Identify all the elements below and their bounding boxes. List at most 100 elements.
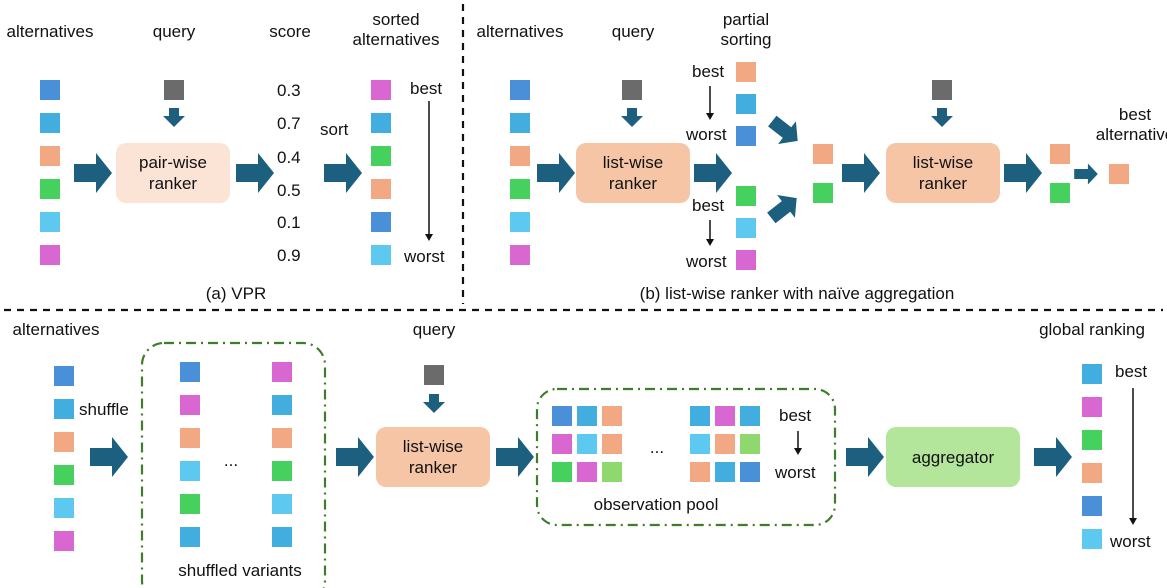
caption-a: (a) VPR bbox=[205, 284, 267, 303]
best-alternative-label: best alternative bbox=[1095, 105, 1167, 144]
thin-arrow-head bbox=[794, 448, 802, 455]
shuffled-ellipsis: ... bbox=[223, 451, 239, 470]
pool-square bbox=[715, 434, 735, 454]
a-right-arrow-icon bbox=[324, 153, 362, 193]
b-alternative-square bbox=[510, 245, 530, 265]
b-diagonal-down-arrow-icon bbox=[768, 115, 798, 144]
shuffled-variant-square bbox=[272, 461, 292, 481]
shuffle-label: shuffle bbox=[79, 400, 129, 419]
pool-square bbox=[577, 406, 597, 426]
a-sorted-square bbox=[371, 212, 391, 232]
a-sorted-square bbox=[371, 245, 391, 265]
a-right-arrow-icon bbox=[74, 153, 112, 193]
b-list-wise-ranker-label: list-wise ranker bbox=[602, 153, 664, 193]
c-list-wise-ranker-label: list-wise ranker bbox=[402, 437, 464, 477]
b-alternative-square bbox=[510, 113, 530, 133]
b-best-label-top: best bbox=[692, 62, 725, 81]
b-partial-bottom-square bbox=[736, 250, 756, 270]
pool-square bbox=[740, 462, 760, 482]
shuffled-variant-square bbox=[180, 494, 200, 514]
b-query-down-arrow-icon bbox=[621, 108, 643, 127]
pool-square bbox=[690, 434, 710, 454]
b-worst-label-top: worst bbox=[686, 125, 727, 144]
a-query-down-arrow-icon bbox=[163, 108, 185, 127]
partial-sorting-label: partial sorting bbox=[720, 10, 772, 49]
shuffled-variant-square bbox=[272, 395, 292, 415]
score-value: 0.3 bbox=[277, 81, 301, 100]
shuffled-variant-square bbox=[180, 461, 200, 481]
c-global-worst-label: worst bbox=[1110, 532, 1151, 551]
thin-arrow-head bbox=[1129, 518, 1137, 525]
b-right-arrow-icon bbox=[1004, 153, 1042, 193]
b-merged-square bbox=[813, 144, 833, 164]
b-alternative-square bbox=[510, 80, 530, 100]
c-alternative-square bbox=[54, 366, 74, 386]
b-query-square bbox=[622, 80, 642, 100]
shuffled-variants-container bbox=[140, 341, 327, 588]
pool-square bbox=[690, 406, 710, 426]
score-value: 0.1 bbox=[277, 213, 301, 232]
pool-square bbox=[715, 462, 735, 482]
a-alternative-square bbox=[40, 146, 60, 166]
c-right-arrow-icon bbox=[846, 437, 884, 477]
c-best-label: best bbox=[779, 406, 812, 425]
a-sorted-square bbox=[371, 146, 391, 166]
global-ranking-square bbox=[1082, 529, 1102, 549]
a-alternative-square bbox=[40, 113, 60, 133]
pool-square bbox=[552, 406, 572, 426]
a-worst-label: worst bbox=[404, 247, 445, 266]
b-partial-top-square bbox=[736, 126, 756, 146]
best-alternative-square bbox=[1109, 164, 1129, 184]
score-value: 0.4 bbox=[277, 148, 301, 167]
b-alternative-square bbox=[510, 212, 530, 232]
c-right-arrow-icon bbox=[1034, 437, 1072, 477]
caption-b: (b) list-wise ranker with naïve aggregat… bbox=[639, 284, 955, 303]
pool-square bbox=[740, 434, 760, 454]
pair-wise-ranker-box: pair-wise ranker bbox=[116, 143, 230, 203]
b-query-down-arrow-icon-2 bbox=[931, 108, 953, 127]
a-sorted-label: sorted alternatives bbox=[352, 10, 440, 49]
b-list-wise-ranker-box: list-wise ranker bbox=[576, 143, 690, 203]
shuffled-variant-square bbox=[272, 527, 292, 547]
observation-pool-label: observation pool bbox=[593, 495, 719, 514]
b-right-arrow-icon bbox=[694, 153, 732, 193]
b-partial-bottom-square bbox=[736, 218, 756, 238]
shuffled-variant-square bbox=[180, 395, 200, 415]
a-query-square bbox=[164, 80, 184, 100]
global-ranking-square bbox=[1082, 397, 1102, 417]
global-ranking-square bbox=[1082, 364, 1102, 384]
b-alternatives-label: alternatives bbox=[476, 22, 564, 41]
c-list-wise-ranker-box: list-wise ranker bbox=[376, 427, 490, 487]
pool-square bbox=[602, 434, 622, 454]
a-score-label: score bbox=[269, 22, 311, 41]
shuffled-variant-square bbox=[272, 494, 292, 514]
global-ranking-square bbox=[1082, 430, 1102, 450]
c-alternative-square bbox=[54, 432, 74, 452]
b-list-wise-ranker-label-2: list-wise ranker bbox=[912, 153, 974, 193]
a-best-label: best bbox=[410, 79, 443, 98]
a-alternatives-label: alternatives bbox=[6, 22, 94, 41]
a-alternative-square bbox=[40, 245, 60, 265]
thin-arrow-head bbox=[425, 234, 433, 241]
b-partial-top-square bbox=[736, 94, 756, 114]
shuffled-variant-square bbox=[180, 527, 200, 547]
b-right-arrow-icon bbox=[537, 153, 575, 193]
global-ranking-square bbox=[1082, 463, 1102, 483]
pool-square bbox=[740, 406, 760, 426]
a-alternative-square bbox=[40, 212, 60, 232]
score-value: 0.7 bbox=[277, 114, 301, 133]
shuffled-variant-square bbox=[272, 362, 292, 382]
c-global-best-label: best bbox=[1115, 362, 1148, 381]
pool-square bbox=[690, 462, 710, 482]
thin-arrow-head bbox=[706, 239, 714, 246]
pool-square bbox=[577, 462, 597, 482]
a-query-label: query bbox=[152, 22, 196, 41]
b-worst-label-bottom: worst bbox=[686, 252, 727, 271]
c-query-square bbox=[424, 365, 444, 385]
b-query-label: query bbox=[611, 22, 655, 41]
a-sorted-square bbox=[371, 80, 391, 100]
a-sorted-square bbox=[371, 179, 391, 199]
b-right-arrow-icon bbox=[842, 153, 880, 193]
